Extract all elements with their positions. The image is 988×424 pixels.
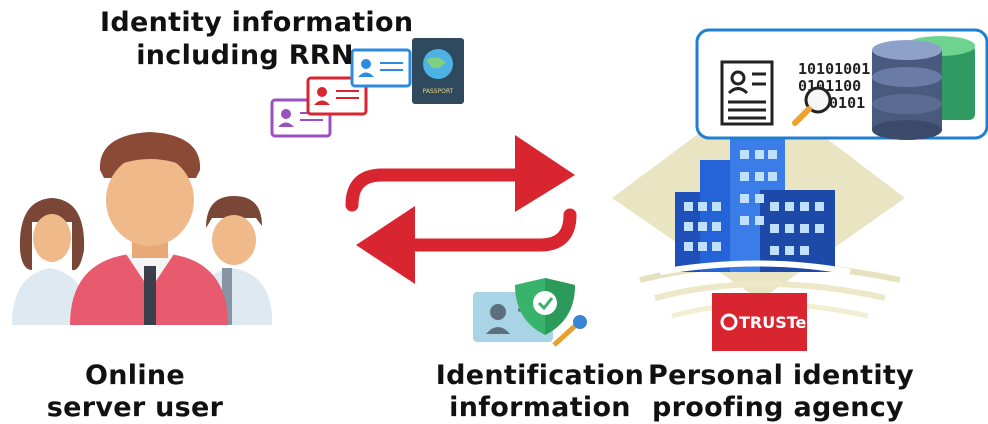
document-icon: [720, 60, 774, 126]
id-cards-icon: [270, 48, 412, 138]
binary-search-icon: 10101001 0101100 10101: [792, 60, 870, 126]
user-label-line-1: Online: [84, 360, 186, 391]
online-server-user-label: Online server user: [30, 360, 240, 424]
user-label-line-2: server user: [46, 392, 224, 423]
truste-label: TRUSTe: [739, 313, 807, 332]
identity-information-line-1: Identity information: [100, 7, 414, 38]
passport-label: PASSPORT: [423, 88, 454, 95]
agency-line-1: Personal identity: [648, 360, 915, 391]
proofing-agency-label: Personal identity proofing agency: [648, 360, 915, 424]
truste-badge-icon: TRUSTe: [712, 293, 807, 351]
database-icon: [872, 36, 975, 140]
agency-line-2: proofing agency: [652, 392, 904, 423]
identification-information-label: Identification information: [420, 360, 660, 424]
building-icon: [659, 138, 851, 275]
id-shield-key-icon: [473, 278, 587, 347]
identity-information-line-2: including RRN: [136, 40, 354, 71]
arrows-icon: [345, 135, 577, 284]
passport-icon: PASSPORT: [412, 38, 464, 104]
identification-line-2: information: [449, 392, 631, 423]
users-icon: [12, 132, 273, 325]
identification-line-1: Identification: [435, 360, 645, 391]
binary-row-1: 10101001: [798, 60, 870, 78]
identity-information-label: Identity information including RRN: [100, 6, 414, 72]
